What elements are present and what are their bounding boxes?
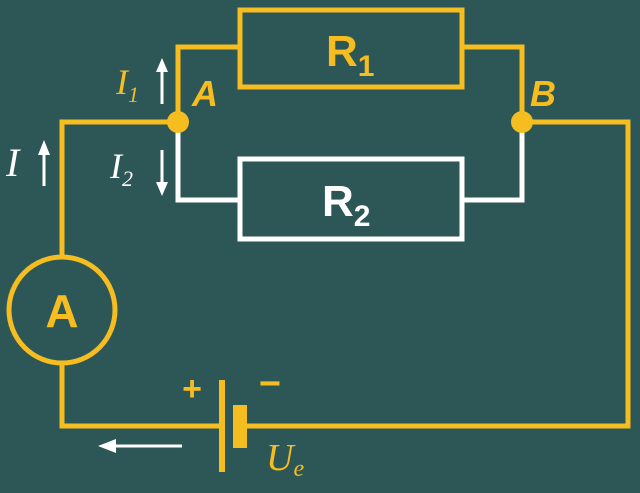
node-b-junction-dot — [511, 111, 533, 133]
resistor-r1-box — [237, 7, 465, 90]
resistor-r2-label: R2 — [322, 177, 370, 233]
wire-r1-right — [459, 44, 525, 125]
node-a-label: A — [191, 73, 218, 114]
battery-plus-sign: + — [182, 370, 202, 408]
current-total-label: I — [5, 140, 21, 185]
battery-minus-sign: − — [259, 363, 281, 405]
resistor-r1-label: R1 — [326, 27, 374, 83]
wire-left-upper — [59, 119, 181, 259]
wire-bottom-right — [237, 119, 631, 429]
current-total-arrow-icon — [38, 140, 50, 186]
current-i2-label: I2 — [109, 146, 133, 191]
current-arrow-icon-bottom — [98, 439, 182, 453]
current-i1-arrow-icon — [156, 58, 168, 104]
wire-r2-right — [459, 119, 525, 203]
current-i2-arrow-icon — [156, 150, 168, 196]
current-i1-label: I1 — [115, 62, 139, 107]
ammeter-label: A — [45, 285, 78, 337]
wire-r1-left — [175, 44, 243, 125]
ammeter-circle — [6, 254, 118, 366]
resistor-r2-box — [237, 156, 465, 242]
node-a-junction-dot — [167, 111, 189, 133]
wire-left-lower — [59, 361, 225, 429]
battery-voltage-label: Ue — [266, 437, 304, 482]
wire-r2-left — [175, 119, 243, 203]
node-b-label: B — [530, 73, 556, 114]
